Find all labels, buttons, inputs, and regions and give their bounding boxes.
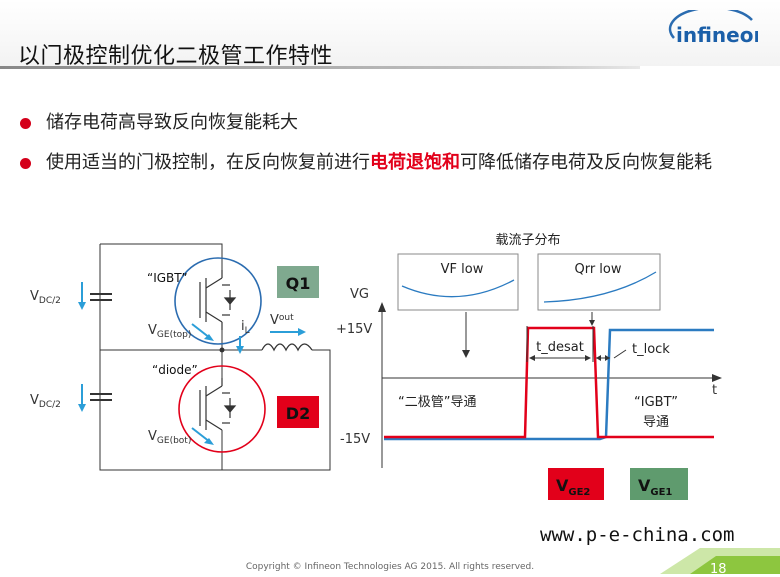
header-divider [0,66,640,69]
t-lock-label: t_lock [632,342,670,357]
q1-highlight-circle [174,257,262,345]
vge2-label: VGE2 [556,476,590,498]
slide-title: 以门极控制优化二极管工作特性 [18,44,334,69]
copyright-text: Copyright © Infineon Technologies AG 201… [245,562,535,572]
bullet-dot [20,118,31,129]
q1-label: Q1 [286,274,311,293]
bullet-text-post: 可降低储存电荷及反向恢复能耗 [460,152,712,173]
qrr-low-label: Qrr low [574,262,621,277]
carrier-distribution-title: 载流子分布 [495,233,560,248]
vdc-top-label: VDC/2 [30,289,61,306]
vge1-label: VGE1 [638,476,672,498]
igbt-label: “IGBT” [147,271,188,285]
vge1-box [630,468,688,500]
d2-box [277,396,319,428]
infineon-logo: infineon [668,10,758,47]
slide-header [0,0,780,66]
vge2-waveform [384,326,714,439]
diode-conduction-label: “二极管”导通 [398,395,476,410]
vout-label: Vout [270,313,294,328]
bullet-text-pre: 使用适当的门极控制，在反向恢复前进行 [46,152,370,173]
vge-top-label: VGE(top) [148,323,191,340]
q1-box [277,266,319,298]
igbt-conduction-label-2: 导通 [643,415,669,430]
igbt-conduction-label-1: “IGBT” [634,395,678,410]
vg-axis-label: VG [350,287,369,302]
il-label: iL [241,319,250,336]
vdc-bot-label: VDC/2 [30,393,61,410]
watermark-url: www.p-e-china.com [540,524,735,546]
vge-bot-label: VGE(bot) [148,429,191,446]
d2-highlight-circle [178,365,266,453]
bullet-text: 储存电荷高导致反向恢复能耗大 [46,112,298,133]
vf-low-inset [397,253,519,311]
igbt-q1-symbol [199,270,237,330]
d2-label: D2 [286,404,310,423]
vf-low-label: VF low [441,262,484,277]
vge2-box [548,468,604,500]
plus15v-label: +15V [336,322,372,337]
minus15v-label: -15V [340,432,370,447]
t-axis-label: t [712,383,717,398]
bullet-dot [20,158,31,169]
igbt-d2-symbol [199,378,237,431]
svg-text:infineon: infineon [676,23,758,47]
t-desat-label: t_desat [536,340,584,355]
diode-label: “diode” [152,363,198,377]
bullet-text: 使用适当的门极控制，在反向恢复前进行电荷退饱和可降低储存电荷及反向恢复能耗 [46,150,746,176]
inductor [261,343,313,352]
bullet-highlight: 电荷退饱和 [370,152,460,173]
page-number: 18 [710,562,727,577]
